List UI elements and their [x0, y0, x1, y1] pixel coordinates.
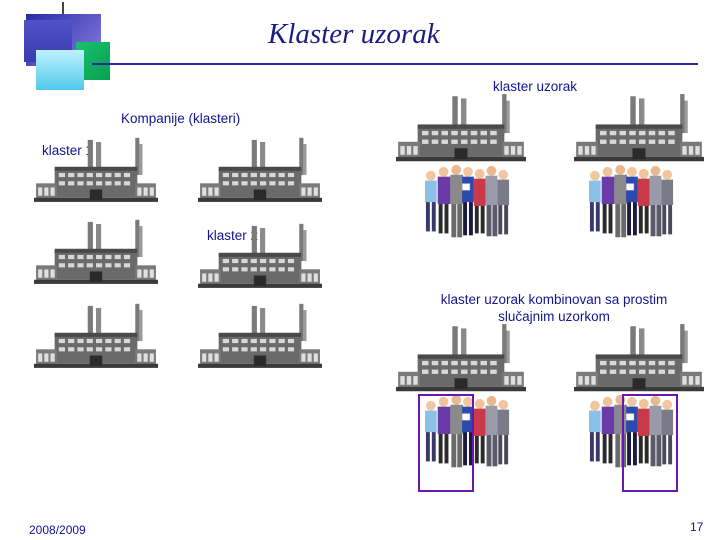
cluster-sample-label: klaster uzorak: [493, 79, 578, 94]
factory-icon: [198, 302, 322, 378]
selection-box: [622, 394, 678, 492]
companies-label: Kompanije (klasteri): [121, 111, 241, 126]
factory-icon: [198, 136, 322, 212]
factory-icon: [396, 92, 526, 172]
people-group-icon: [418, 162, 518, 250]
cluster1-label: klaster 1: [42, 143, 94, 158]
page-number: 17: [690, 520, 704, 534]
title-rule: [92, 63, 698, 65]
factory-icon: [34, 302, 158, 378]
factory-icon: [34, 218, 158, 294]
combined-sample-label-line1: klaster uzorak kombinovan sa prostim: [440, 292, 668, 307]
factory-icon: [574, 322, 704, 402]
logo-line: [62, 2, 64, 14]
footer-date: 2008/2009: [29, 523, 86, 537]
people-group-icon: [582, 162, 682, 250]
cluster2-label: klaster 2: [207, 228, 259, 243]
selection-box: [418, 394, 474, 492]
factory-icon: [396, 322, 526, 402]
logo-square-cyan: [36, 50, 84, 90]
factory-icon: [198, 222, 322, 298]
slide-title: Klaster uzorak: [268, 18, 440, 50]
factory-icon: [574, 92, 704, 172]
combined-sample-label-line2: slučajnim uzorkom: [498, 309, 610, 324]
combined-sample-label: klaster uzorak kombinovan sa prostim slu…: [420, 291, 688, 325]
factory-icon: [34, 136, 158, 212]
